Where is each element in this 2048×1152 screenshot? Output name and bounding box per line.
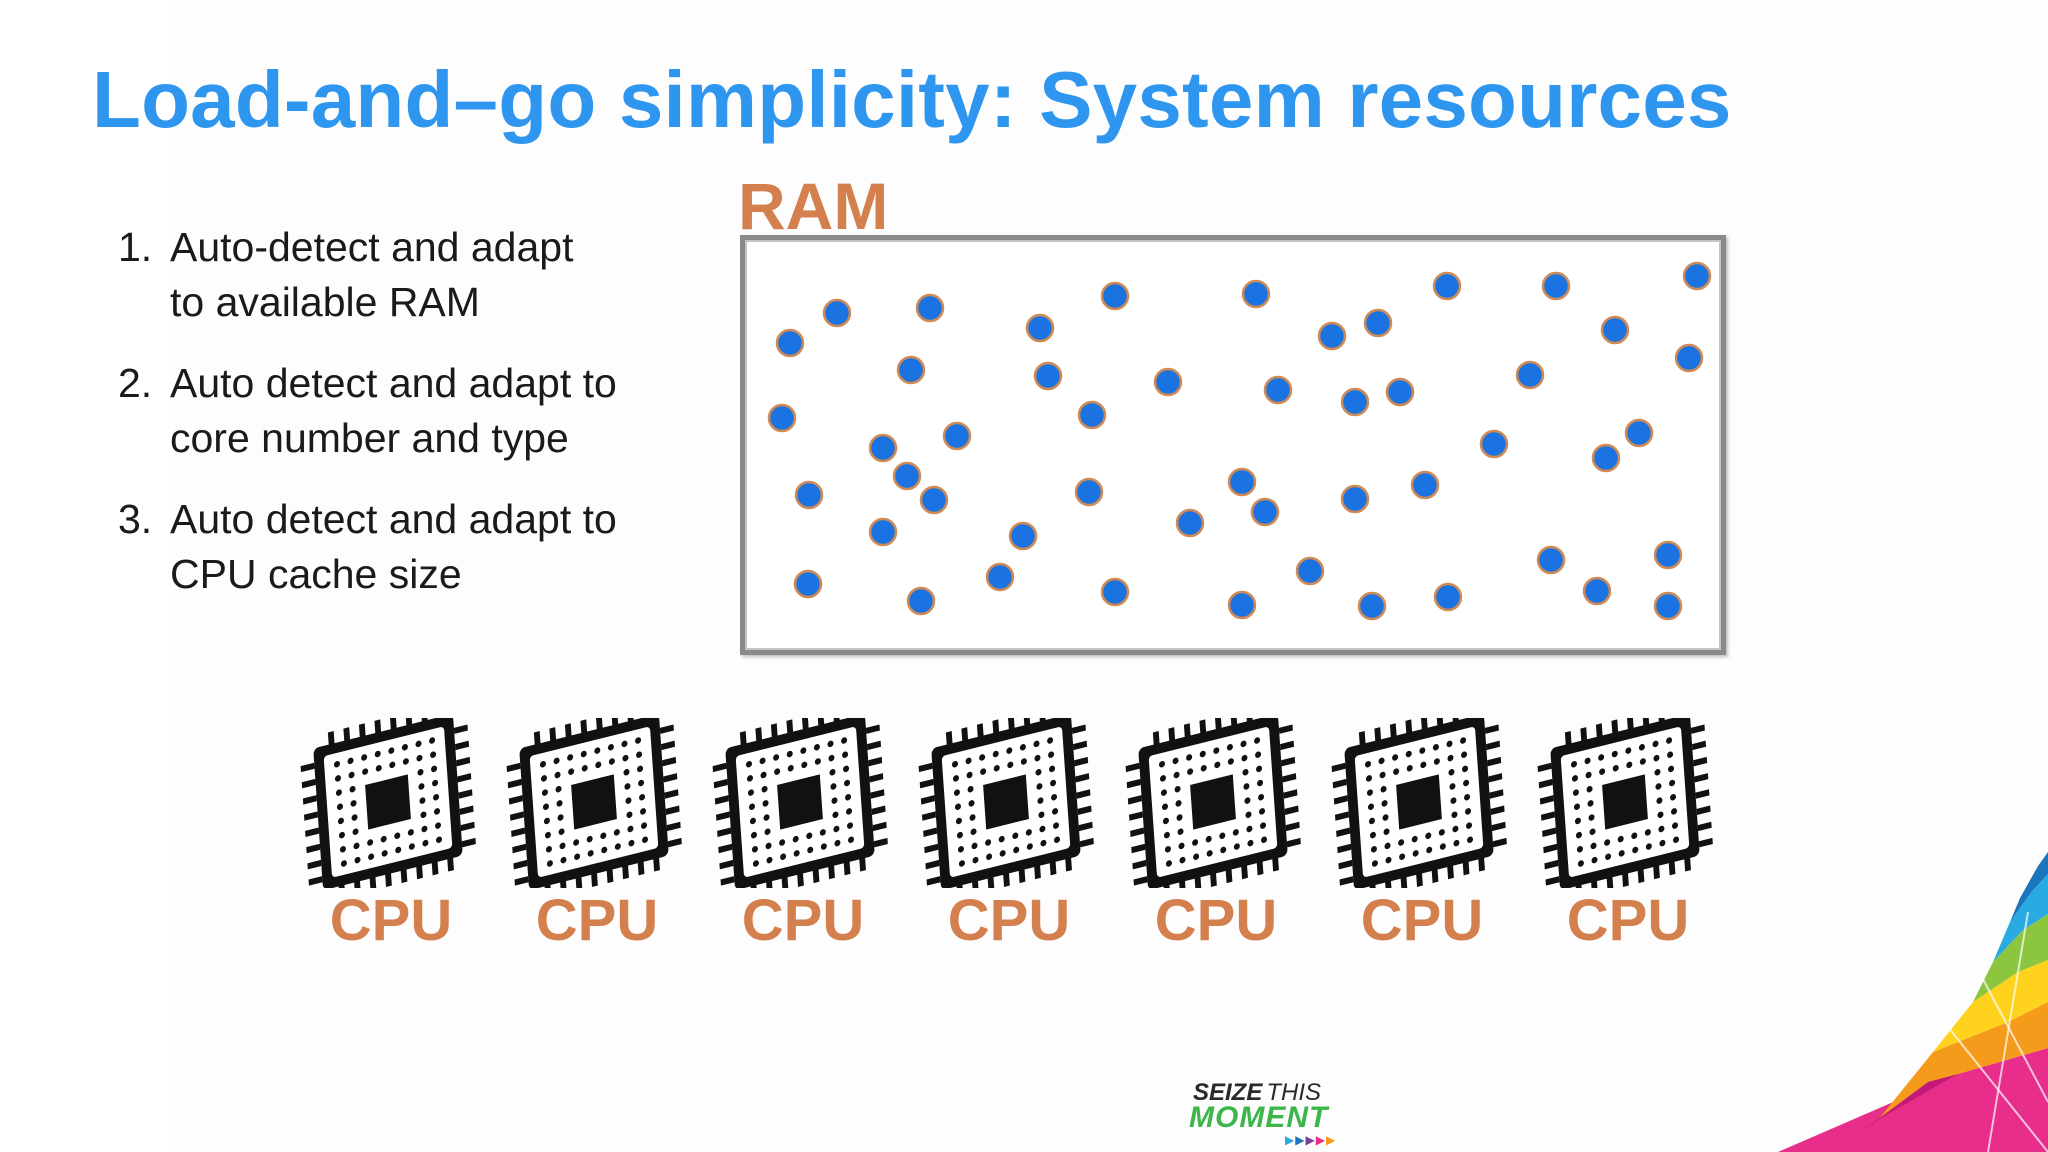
bullet-line: Auto detect and adapt to bbox=[170, 496, 617, 542]
memory-dot bbox=[1077, 400, 1107, 430]
memory-dot bbox=[1340, 387, 1370, 417]
cpu-chip-icon bbox=[506, 718, 682, 888]
bullet-number: 2. bbox=[118, 360, 153, 406]
logo-arrows-icon: ▶▶▶▶▶ bbox=[1285, 1133, 1337, 1147]
memory-dot bbox=[1317, 321, 1347, 351]
memory-dot bbox=[1600, 315, 1630, 345]
ram-label: RAM bbox=[738, 169, 889, 243]
cpu-chip-icon bbox=[1537, 718, 1713, 888]
bullet-line: Auto detect and adapt to bbox=[170, 360, 617, 406]
cpu-label: CPU bbox=[329, 888, 453, 953]
memory-dot bbox=[868, 433, 898, 463]
memory-dot bbox=[1025, 313, 1055, 343]
cpu-label: CPU bbox=[741, 888, 865, 953]
cpu-label: CPU bbox=[1566, 888, 1690, 953]
bullet-number: 1. bbox=[118, 224, 153, 270]
memory-dot bbox=[1653, 540, 1683, 570]
bullet-list: 1. Auto-detect and adapt to available RA… bbox=[118, 220, 718, 628]
cpu-unit: CPU bbox=[1113, 718, 1319, 958]
logo-moment: MOMENT bbox=[1189, 1101, 1329, 1134]
memory-dot bbox=[868, 517, 898, 547]
memory-dot bbox=[906, 586, 936, 616]
logo-seize: SEIZE bbox=[1193, 1079, 1263, 1106]
memory-dot bbox=[1074, 477, 1104, 507]
cpu-label: CPU bbox=[1360, 888, 1484, 953]
logo-this: THIS bbox=[1266, 1079, 1322, 1106]
memory-dot bbox=[1363, 308, 1393, 338]
cpu-chip-icon bbox=[300, 718, 476, 888]
corner-ribbon-decoration bbox=[1778, 852, 2048, 1152]
bullet-line: to available RAM bbox=[170, 279, 480, 325]
memory-dot bbox=[1227, 590, 1257, 620]
memory-dot bbox=[942, 421, 972, 451]
memory-dot bbox=[1241, 279, 1271, 309]
memory-dot bbox=[1008, 521, 1038, 551]
bullet-item-1: 1. Auto-detect and adapt to available RA… bbox=[118, 220, 718, 330]
memory-dot bbox=[767, 403, 797, 433]
memory-dot bbox=[794, 480, 824, 510]
cpu-unit: CPU bbox=[1319, 718, 1525, 958]
memory-dot bbox=[1479, 429, 1509, 459]
bullet-line: Auto-detect and adapt bbox=[170, 224, 574, 270]
bullet-item-3: 3. Auto detect and adapt to CPU cache si… bbox=[118, 492, 718, 602]
memory-dot bbox=[1410, 470, 1440, 500]
memory-dot bbox=[1100, 281, 1130, 311]
memory-dot bbox=[919, 485, 949, 515]
cpu-chip-icon bbox=[1125, 718, 1301, 888]
cpu-unit: CPU bbox=[906, 718, 1112, 958]
memory-dot bbox=[1227, 467, 1257, 497]
memory-dot bbox=[1433, 582, 1463, 612]
memory-dot bbox=[1674, 343, 1704, 373]
memory-dot bbox=[775, 328, 805, 358]
memory-dot bbox=[1263, 375, 1293, 405]
ram-dots bbox=[767, 261, 1712, 621]
cpu-unit: CPU bbox=[494, 718, 700, 958]
memory-dot bbox=[896, 355, 926, 385]
memory-dot bbox=[1624, 418, 1654, 448]
memory-dot bbox=[1682, 261, 1712, 291]
memory-dot bbox=[1357, 591, 1387, 621]
memory-dot bbox=[1295, 556, 1325, 586]
memory-dot bbox=[1653, 591, 1683, 621]
slide-title: Load-and–go simplicity: System resources bbox=[92, 55, 1732, 144]
memory-dot bbox=[1153, 367, 1183, 397]
cpu-unit: CPU bbox=[700, 718, 906, 958]
memory-dot bbox=[1033, 361, 1063, 391]
memory-dot bbox=[822, 298, 852, 328]
memory-dot bbox=[985, 562, 1015, 592]
memory-dot bbox=[915, 293, 945, 323]
cpu-label: CPU bbox=[1154, 888, 1278, 953]
memory-dot bbox=[1536, 545, 1566, 575]
memory-dot bbox=[1250, 497, 1280, 527]
bullet-item-2: 2. Auto detect and adapt to core number … bbox=[118, 356, 718, 466]
cpu-label: CPU bbox=[535, 888, 659, 953]
memory-dot bbox=[1582, 576, 1612, 606]
slide-left-margin bbox=[0, 0, 175, 1152]
cpu-label: CPU bbox=[947, 888, 1071, 953]
bullet-line: CPU cache size bbox=[170, 551, 462, 597]
cpu-unit: CPU bbox=[1525, 718, 1731, 958]
bullet-line: core number and type bbox=[170, 415, 569, 461]
memory-dot bbox=[1100, 577, 1130, 607]
memory-dot bbox=[1541, 271, 1571, 301]
memory-dot bbox=[1515, 360, 1545, 390]
memory-dot bbox=[1175, 508, 1205, 538]
memory-dot bbox=[892, 461, 922, 491]
cpu-chip-icon bbox=[1331, 718, 1507, 888]
memory-dot bbox=[1385, 377, 1415, 407]
cpu-chip-icon bbox=[712, 718, 888, 888]
memory-dot bbox=[1432, 271, 1462, 301]
cpu-chip-icon bbox=[918, 718, 1094, 888]
memory-dot bbox=[793, 569, 823, 599]
cpu-row: CPU CPU CPU CPU CPU CPU CPU bbox=[288, 718, 1768, 958]
memory-dot bbox=[1340, 484, 1370, 514]
cpu-unit: CPU bbox=[288, 718, 494, 958]
bullet-number: 3. bbox=[118, 496, 153, 542]
ram-box bbox=[740, 235, 1726, 655]
memory-dot bbox=[1591, 443, 1621, 473]
